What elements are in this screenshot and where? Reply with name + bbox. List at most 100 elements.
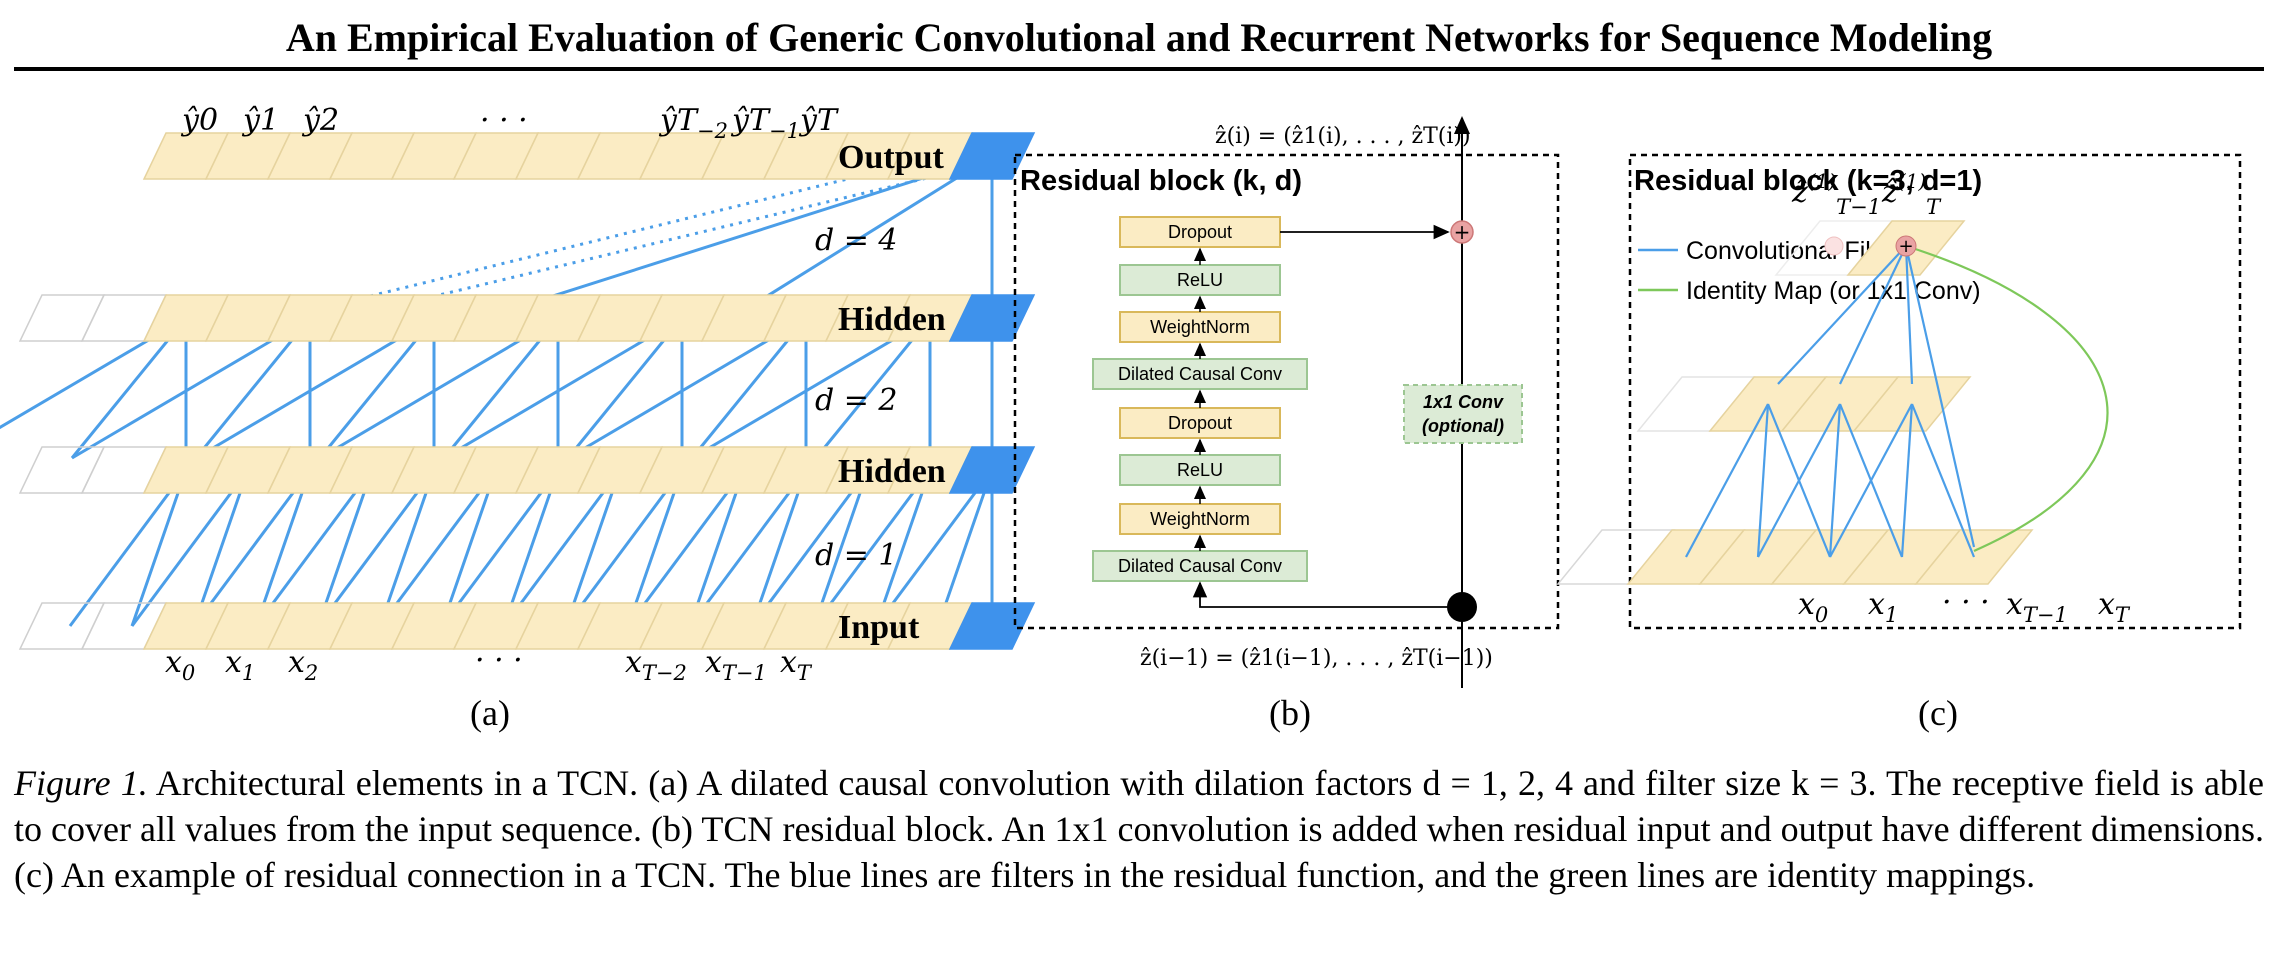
input-label: x0 <box>1798 587 1828 627</box>
plus-icon: + <box>1898 236 1913 257</box>
filter-line-d1 <box>502 469 622 627</box>
input-label: xT <box>2098 587 2131 627</box>
layer-box <box>1119 216 1281 248</box>
output-label: ŷT <box>798 103 839 138</box>
padding-cell <box>18 446 106 494</box>
layer-box-label: ReLU <box>1177 270 1223 290</box>
layer-box-label: Dilated Causal Conv <box>1118 556 1282 576</box>
filter-line <box>1685 403 1769 558</box>
output-ellipsis: · · · <box>480 103 528 138</box>
layer-box <box>1119 311 1281 343</box>
panel-b-label: (b) <box>1269 693 1311 733</box>
input-ellipsis: · · · <box>475 643 523 678</box>
input-to-conv-line <box>1192 581 1462 608</box>
filter-line-d1 <box>626 469 684 627</box>
filter-line-d1 <box>68 469 188 627</box>
filter-line-d4 <box>731 154 993 320</box>
dilation-label: d = 2 <box>815 383 898 418</box>
filter-line-d1 <box>688 469 746 627</box>
identity-curve <box>1905 244 2109 553</box>
filter-line-d1 <box>688 469 808 627</box>
optional-1x1-conv-box <box>1403 384 1523 444</box>
layer-box-label: WeightNorm <box>1150 509 1250 529</box>
filter-line-d1 <box>750 469 808 627</box>
panel-a-label: (a) <box>470 693 510 733</box>
input-label: x0 <box>165 645 195 685</box>
title-rule <box>14 67 2264 71</box>
sum-node <box>1895 235 1917 257</box>
input-label: xT−2 <box>625 645 687 685</box>
output-label: ŷT−2 <box>658 103 728 143</box>
filter-line-d1 <box>130 469 250 627</box>
input-label: xT−1 <box>2006 587 2068 627</box>
top-label: ẑ(1)T−1 <box>1791 169 1881 219</box>
figure-caption: Figure 1. Architectural elements in a TC… <box>14 760 2264 898</box>
page-title: An Empirical Evaluation of Generic Convo… <box>285 15 1993 60</box>
filter-line-d1 <box>502 469 560 627</box>
filter-line-d1 <box>440 469 560 627</box>
residual-connection-frame <box>1628 153 2242 630</box>
filter-line <box>1910 403 1976 558</box>
plus-icon: + <box>1454 220 1471 244</box>
input-label: x2 <box>288 645 318 685</box>
filter-line <box>1839 245 1907 385</box>
input-label: x1 <box>1868 587 1898 627</box>
layer-box-label: Dropout <box>1168 222 1232 242</box>
filter-line-d1 <box>874 469 994 627</box>
layer-box <box>1119 407 1281 439</box>
padding-cell <box>18 602 106 650</box>
layer-label-3: Input <box>838 609 920 646</box>
input-label: xT−1 <box>705 645 767 685</box>
filter-line-d1 <box>192 469 312 627</box>
filter-line <box>1756 403 1770 558</box>
filter-line <box>1828 403 1842 558</box>
caption-figure-label: Figure 1. <box>14 763 148 803</box>
layer-label-1: Hidden <box>838 301 946 338</box>
output-label: ŷ2 <box>301 103 339 138</box>
block-input-formula: ẑ(i−1) = (ẑ1(i−1), . . . , ẑT(i−1)) <box>1140 646 1493 671</box>
panel-b-diagram: Residual block (k, d) DropoutReLUWeightN… <box>1013 116 1560 688</box>
active-cell <box>948 294 1036 342</box>
layer-box-label: WeightNorm <box>1150 317 1250 337</box>
block-output-formula: ẑ(i) = (ẑ1(i), . . . , ẑT(i)) <box>1215 124 1471 149</box>
filter-line-d1 <box>378 469 498 627</box>
input-label: x1 <box>225 645 255 685</box>
layer-box <box>1119 264 1281 296</box>
filter-line <box>1757 403 1841 558</box>
padding-cell <box>18 294 106 342</box>
filter-line-d1 <box>564 469 622 627</box>
filter-line-d1 <box>812 469 932 627</box>
layer-label-2: Hidden <box>838 453 946 490</box>
residual-connection-title: Residual block (k=3, d=1) <box>1634 165 1982 197</box>
filter-line-d1 <box>378 469 436 627</box>
panel-c: Residual block (k=3, d=1) Convolutional … <box>1556 0 2270 700</box>
filter-line-d1 <box>254 469 374 627</box>
input-label: xT <box>780 645 813 685</box>
layer-label-0: Output <box>838 139 944 176</box>
filter-line <box>1904 245 1976 548</box>
output-label: ŷ0 <box>180 103 218 138</box>
filter-line <box>1777 245 1907 385</box>
output-label: ŷ1 <box>241 103 279 138</box>
filter-line-d1 <box>936 469 994 627</box>
filter-line-d1 <box>440 469 498 627</box>
filter-line-d1 <box>254 469 312 627</box>
filter-line-d1 <box>564 469 684 627</box>
sum-node <box>1450 220 1474 244</box>
filter-line-d1 <box>750 469 870 627</box>
residual-block-title: Residual block (k, d) <box>1020 165 1302 197</box>
filter-line-d1 <box>626 469 746 627</box>
filter-line-d1 <box>874 469 932 627</box>
layer-box-label: ReLU <box>1177 460 1223 480</box>
caption-text: Architectural elements in a TCN. (a) A d… <box>14 763 2264 895</box>
optional-1x1-conv-label: 1x1 Conv <box>1423 392 1504 412</box>
output-label: ŷT−1 <box>730 103 800 143</box>
layer-box-label: Dropout <box>1168 413 1232 433</box>
active-cell <box>948 446 1036 494</box>
filter-line <box>1829 403 1913 558</box>
